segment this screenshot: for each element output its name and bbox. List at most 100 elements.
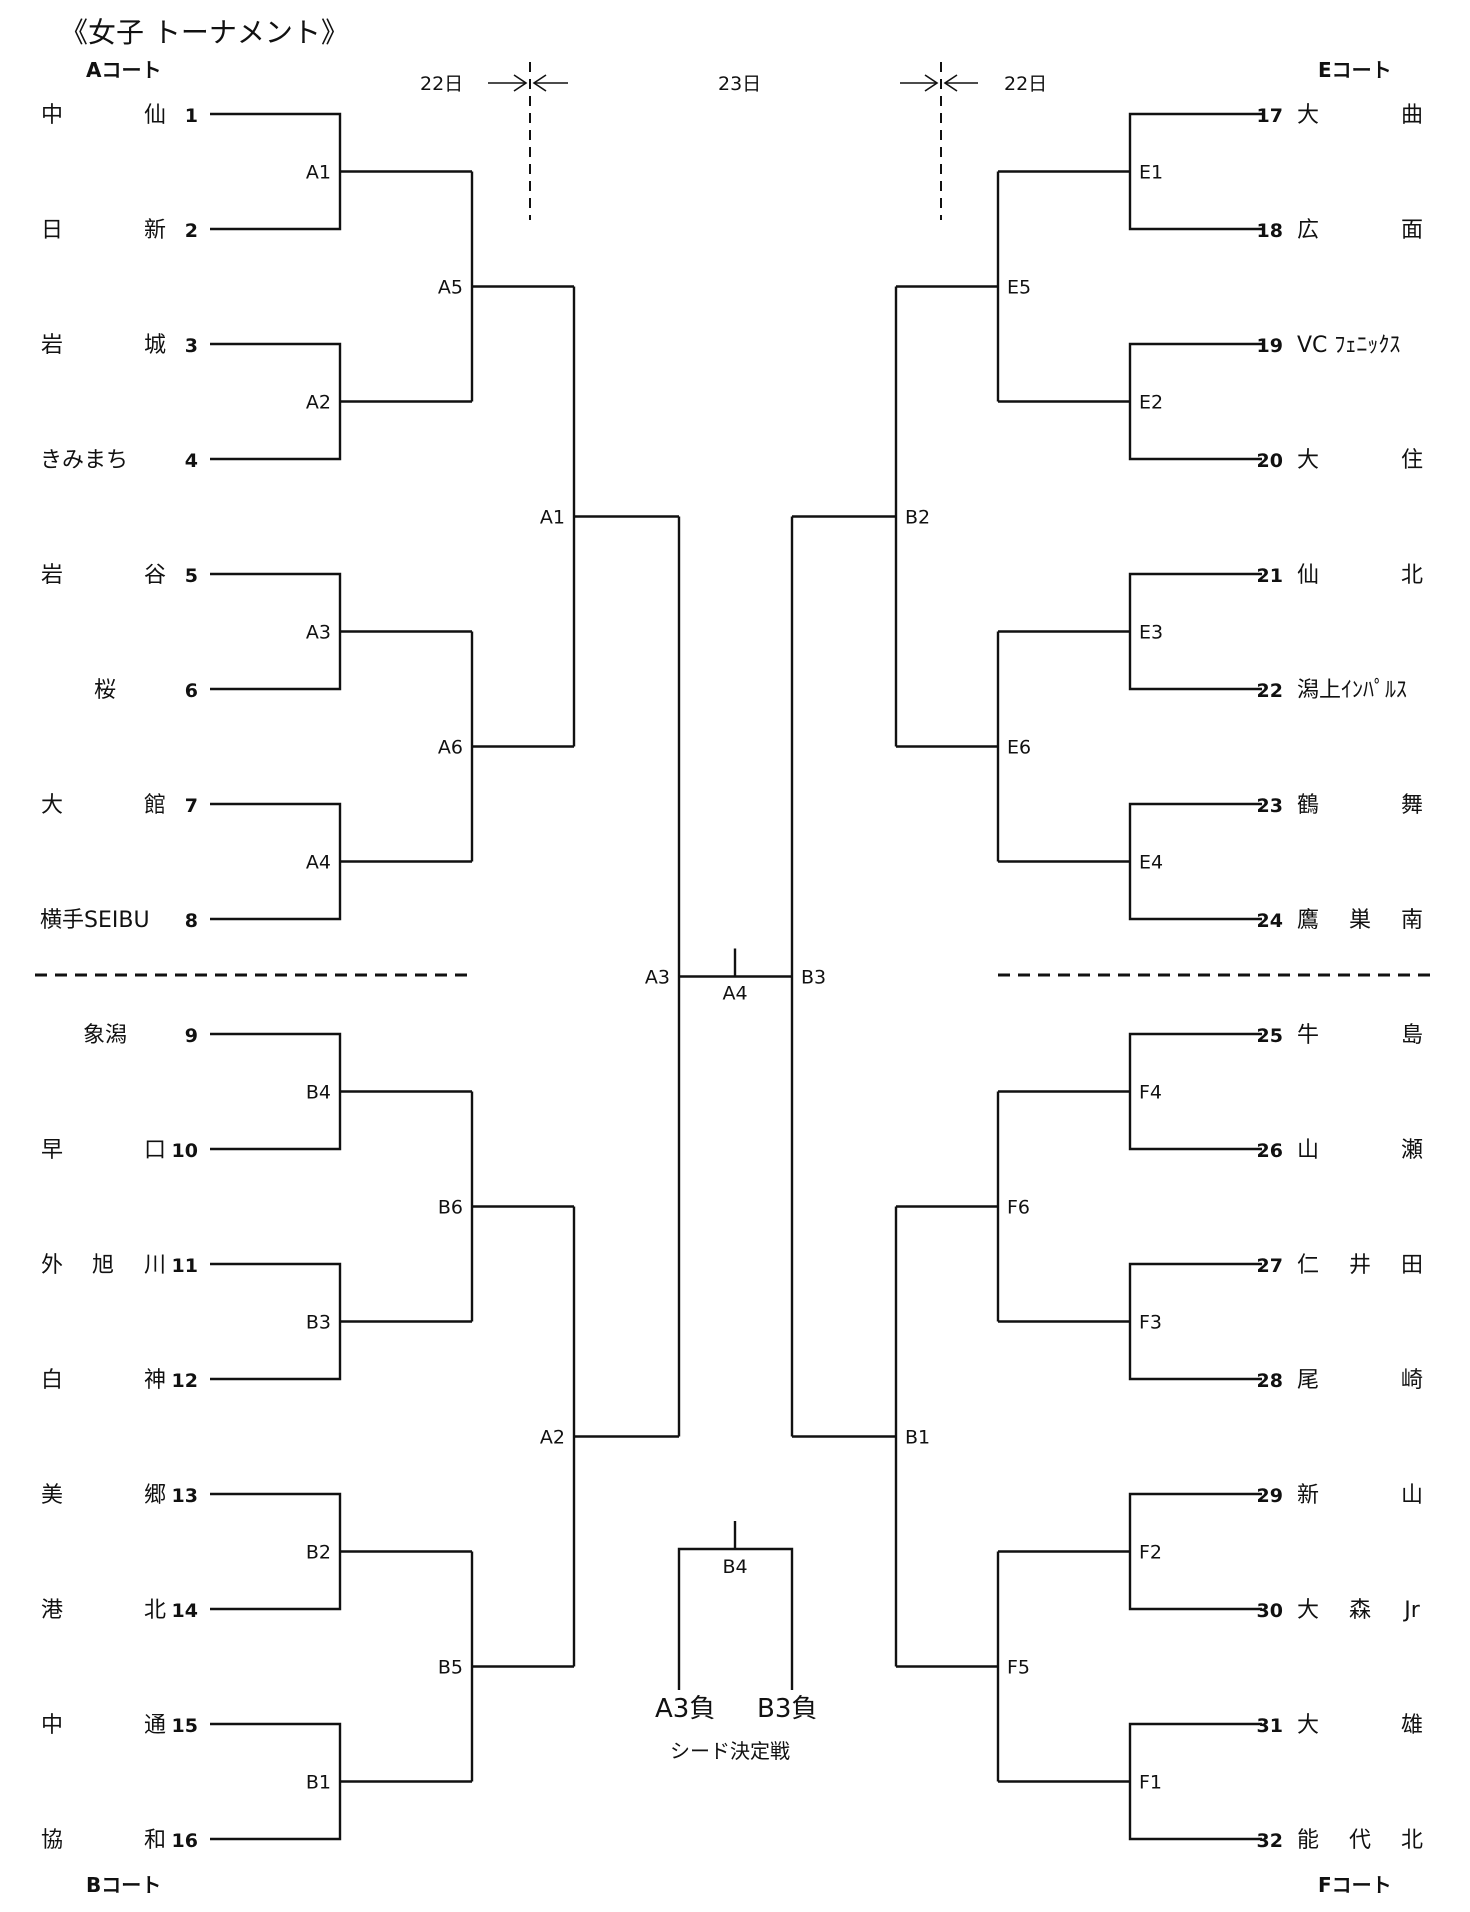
team-name-part: 白 <box>41 1368 63 1393</box>
team-row: 10 早 口 <box>41 1138 198 1163</box>
team-name-part: 仙 <box>1297 563 1319 588</box>
team-number: 21 <box>1257 565 1283 587</box>
team-name-part: 田 <box>1401 1253 1423 1278</box>
team-number: 10 <box>172 1140 198 1162</box>
left-match-label: B5 <box>438 1657 463 1679</box>
left-match-label: A2 <box>540 1427 565 1449</box>
court-e-label: Eコート <box>1318 58 1392 82</box>
team-name-part: 新 <box>1297 1483 1319 1508</box>
team-row: 15中通 <box>41 1713 198 1738</box>
team-name-part: 森 <box>1349 1598 1371 1623</box>
team-number: 6 <box>185 680 198 702</box>
left-match-label: A2 <box>306 392 331 414</box>
team-name-part: 尾 <box>1297 1368 1319 1393</box>
team-name: VC ﾌｪﾆｯｸｽ <box>1297 333 1400 358</box>
team-row: 9象潟 <box>83 1023 198 1048</box>
team-name-part: 広 <box>1297 218 1319 243</box>
right-match-label: F3 <box>1139 1312 1162 1334</box>
team-name-part: 城 <box>144 333 166 358</box>
team-name: きみまち <box>40 448 128 473</box>
team-name-part: 大 <box>1297 1598 1319 1623</box>
team-name-part: 大 <box>1297 103 1319 128</box>
team-row: 6桜 <box>94 678 198 703</box>
team-name-part: 鷹 <box>1297 908 1319 933</box>
left-match-label: B3 <box>306 1312 331 1334</box>
right-match-label: E2 <box>1139 392 1163 414</box>
team-row: 19 VC ﾌｪﾆｯｸｽ <box>1257 333 1401 358</box>
team-name-part: 雄 <box>1401 1713 1423 1738</box>
right-match-label: E5 <box>1007 277 1031 299</box>
day-divider-right <box>900 62 978 220</box>
team-number: 19 <box>1257 335 1283 357</box>
team-name-part: 中 <box>41 1713 63 1738</box>
team-name: 象潟 <box>83 1023 127 1048</box>
team-name-part: 面 <box>1401 218 1423 243</box>
team-name-part: 日 <box>41 218 63 243</box>
team-name-part: Jr <box>1402 1598 1420 1623</box>
team-name-part: 港 <box>41 1598 63 1623</box>
team-name-part: 岩 <box>41 563 63 588</box>
third-place-right-label: B3負 <box>757 1694 817 1724</box>
team-name-part: 協 <box>41 1828 63 1853</box>
team-name-part: 北 <box>1401 563 1423 588</box>
left-match-label: A1 <box>540 507 565 529</box>
team-name-part: 旭 <box>92 1253 114 1278</box>
court-a-label: Aコート <box>86 58 161 82</box>
team-number: 11 <box>172 1255 198 1277</box>
team-row: 7大館 <box>41 793 198 818</box>
team-name-part: 瀬 <box>1401 1138 1423 1163</box>
court-f-label: Fコート <box>1318 1873 1392 1897</box>
team-number: 8 <box>185 910 198 932</box>
left-match-label: A4 <box>306 852 331 874</box>
left-match-label: B4 <box>306 1082 331 1104</box>
team-name-part: 新 <box>144 218 166 243</box>
team-name-part: 谷 <box>144 563 166 588</box>
right-match-label: E6 <box>1007 737 1031 759</box>
third-place-left-label: A3負 <box>655 1694 715 1724</box>
team-name-part: 大 <box>1297 448 1319 473</box>
team-row: 11外旭川 <box>41 1253 198 1278</box>
right-match-label: F6 <box>1007 1197 1030 1219</box>
team-name-part: 巣 <box>1349 908 1371 933</box>
team-name-part: 通 <box>144 1713 166 1738</box>
team-row: 30 大 森 Jr <box>1257 1598 1421 1623</box>
team-name-part: 山 <box>1401 1483 1423 1508</box>
team-number: 27 <box>1257 1255 1283 1277</box>
team-row: 16協和 <box>41 1828 198 1853</box>
team-number: 13 <box>172 1485 198 1507</box>
left-match-label: B2 <box>306 1542 331 1564</box>
team-name-part: 神 <box>144 1368 166 1393</box>
team-number: 14 <box>172 1600 198 1622</box>
team-row: 3岩城 <box>41 333 198 358</box>
right-match-label: B1 <box>905 1427 930 1449</box>
team-name-part: 仙 <box>144 103 166 128</box>
left-match-label: A3 <box>306 622 331 644</box>
team-name-part: 美 <box>41 1483 63 1508</box>
team-row: 2日新 <box>41 218 198 243</box>
team-name-part: 口 <box>144 1138 166 1163</box>
left-match-label: A5 <box>438 277 463 299</box>
team-name: 桜 <box>94 678 116 703</box>
team-name-part: 川 <box>144 1253 166 1278</box>
team-name-part: 大 <box>41 793 63 818</box>
right-match-label: F5 <box>1007 1657 1030 1679</box>
team-number: 24 <box>1257 910 1283 932</box>
seed-decider-caption: シード決定戦 <box>670 1739 790 1763</box>
day-label-right: 22日 <box>1004 73 1047 95</box>
team-name-part: 中 <box>41 103 63 128</box>
day-label-center: 23日 <box>718 73 761 95</box>
team-number: 30 <box>1257 1600 1283 1622</box>
team-name-part: 岩 <box>41 333 63 358</box>
team-number: 12 <box>172 1370 198 1392</box>
team-number: 22 <box>1257 680 1283 702</box>
team-name-part: 早 <box>41 1138 63 1163</box>
right-match-label: E1 <box>1139 162 1163 184</box>
